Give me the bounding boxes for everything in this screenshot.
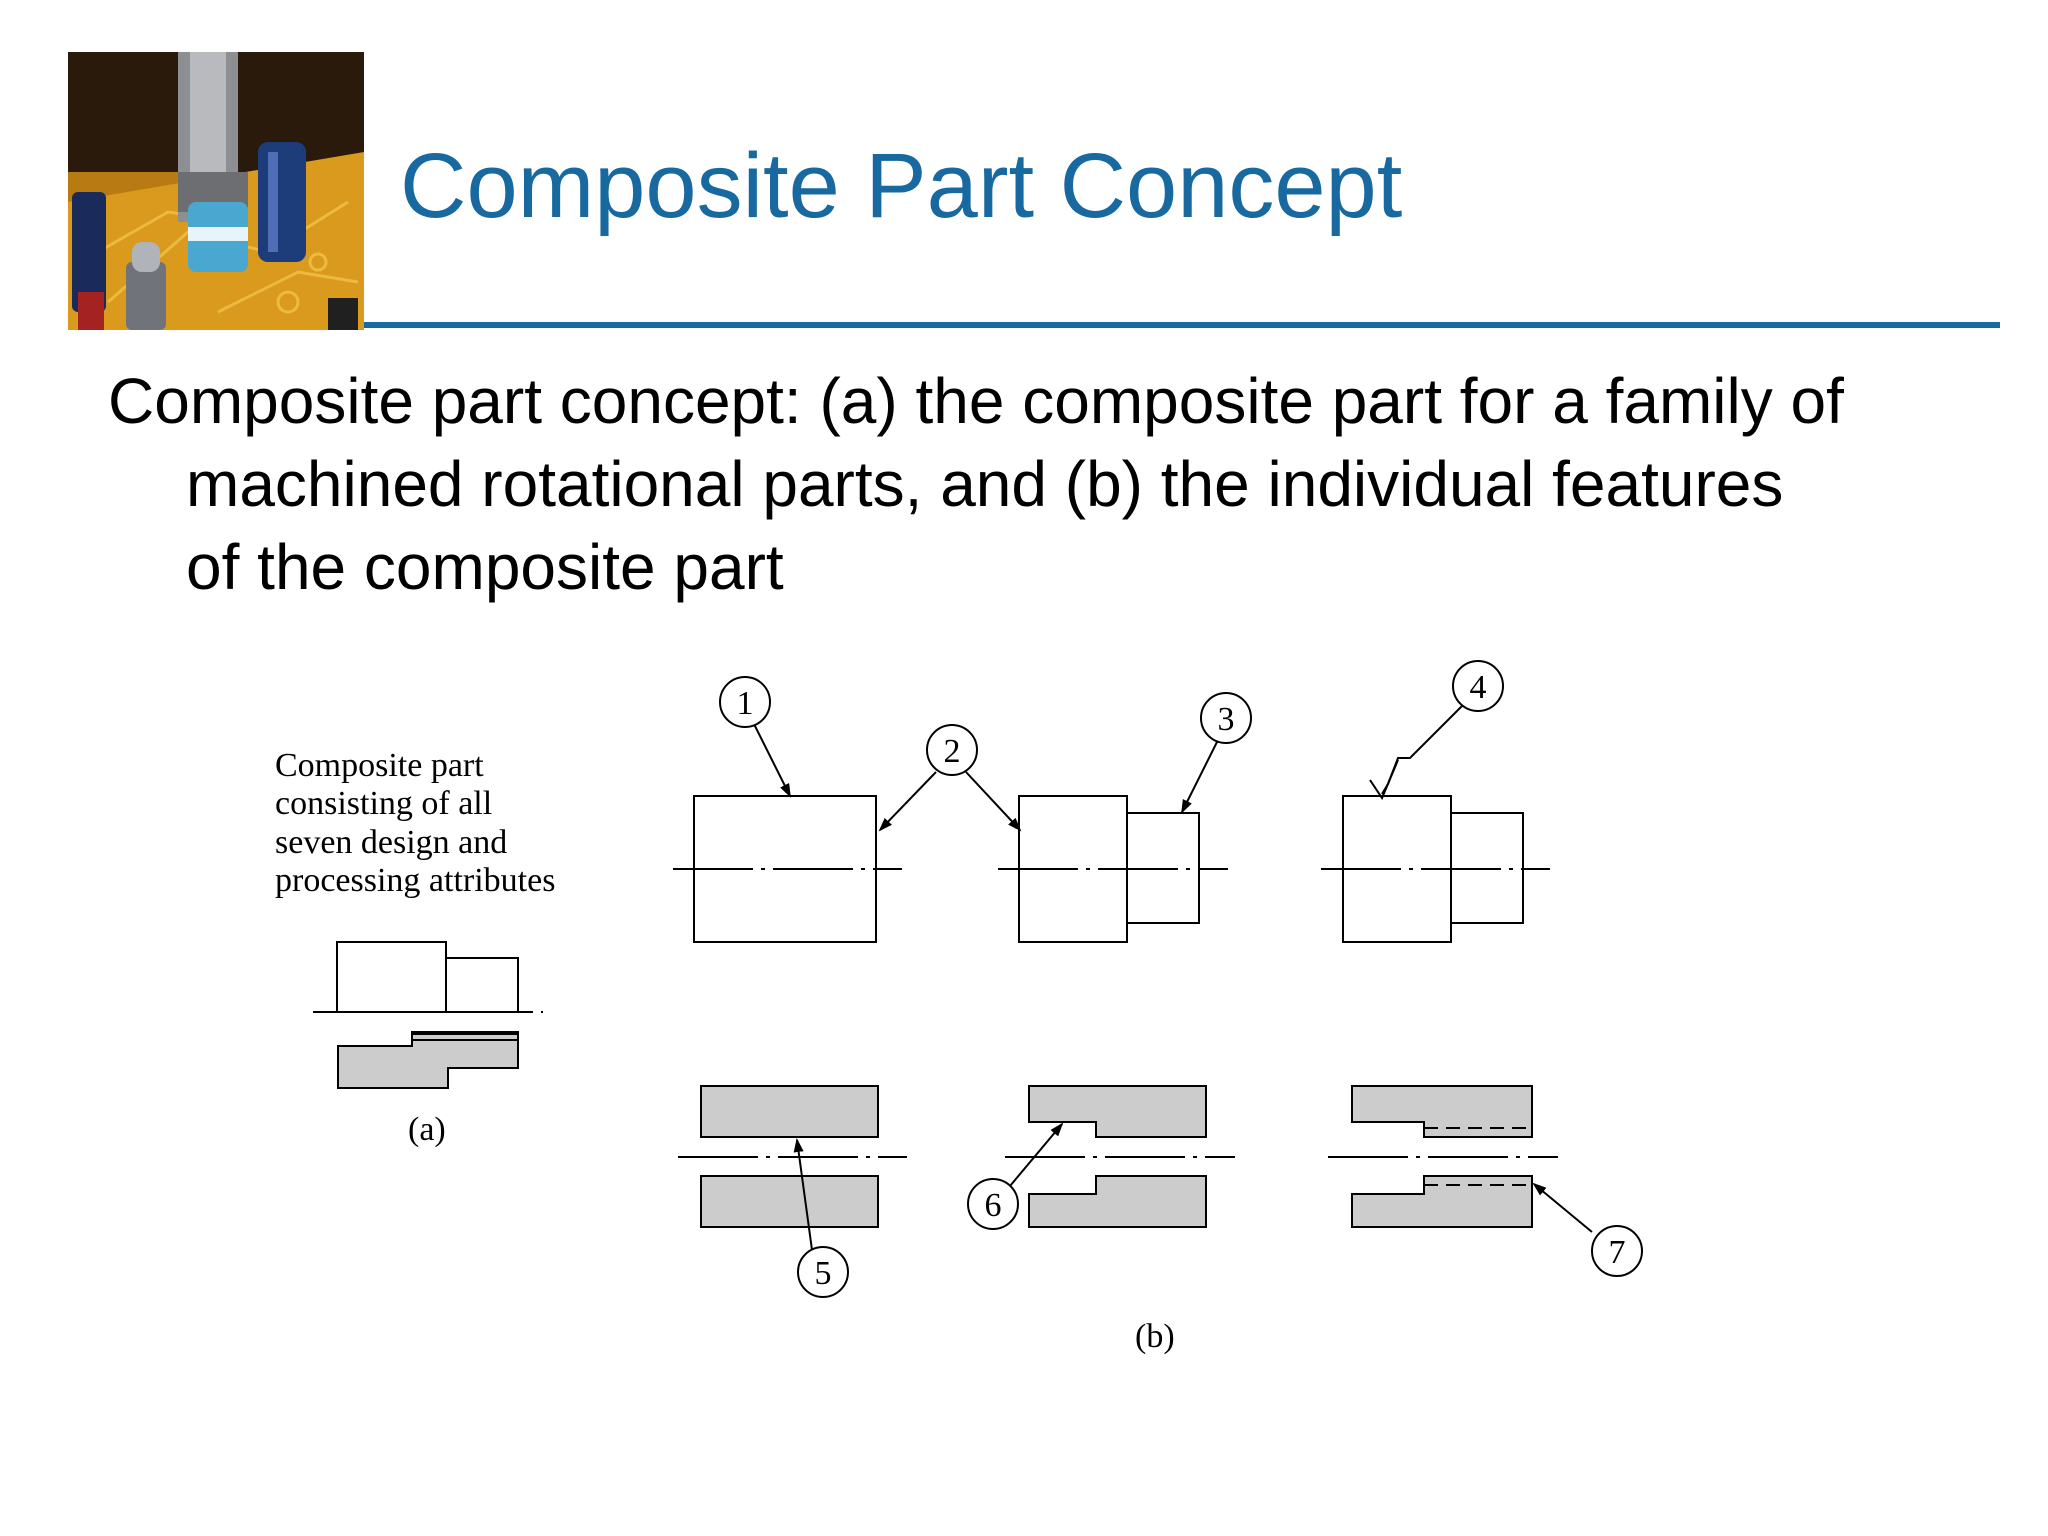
- section-3-bottom: [1351, 1175, 1533, 1228]
- balloon-2-circle: [926, 724, 978, 776]
- balloon-7-circle: [1591, 1225, 1643, 1277]
- section-2-top: [1028, 1085, 1207, 1138]
- caption-line-1: Composite part: [275, 747, 484, 784]
- description-line-3: of the composite part: [186, 531, 784, 603]
- feature-part-1: [673, 795, 902, 943]
- slide-title: Composite Part Concept: [400, 135, 1403, 237]
- description-line-2: machined rotational parts, and (b) the i…: [186, 448, 1784, 520]
- balloon-5-circle: [797, 1246, 849, 1298]
- leader-lines: [753, 701, 1593, 1251]
- composite-body-small: [445, 957, 519, 1013]
- label-b: (b): [1135, 1318, 1175, 1355]
- section-3-top: [1351, 1085, 1533, 1138]
- balloon-7-number: 7: [1609, 1234, 1626, 1271]
- balloon-6-circle: [967, 1178, 1019, 1230]
- caption-line-4: processing attributes: [275, 862, 555, 899]
- title-divider: [364, 322, 2000, 328]
- caption-line-2: consisting of all: [275, 785, 492, 822]
- composite-section: [337, 1033, 519, 1089]
- label-a: (a): [408, 1111, 446, 1148]
- composite-body-large: [336, 941, 447, 1013]
- caption-line-3: seven design and: [275, 824, 507, 861]
- balloon-6-number: 6: [985, 1187, 1002, 1224]
- feature-section-3: [1328, 1085, 1558, 1228]
- header-logo-image: [68, 52, 364, 330]
- section-1-top: [700, 1085, 879, 1138]
- leader-6: [1009, 1122, 1064, 1187]
- section-1-bottom: [700, 1175, 879, 1228]
- balloon-5-number: 5: [815, 1255, 832, 1292]
- leader-3: [1181, 739, 1219, 814]
- description-line-1: Composite part concept: (a) the composit…: [108, 365, 1844, 437]
- feature-part-3: [1321, 795, 1550, 943]
- feature-section-2: [1005, 1085, 1235, 1228]
- balloon-numbers: 1 2 3 4 5 6 7: [737, 669, 1626, 1292]
- feature-part-2: [998, 795, 1228, 943]
- slide-description: Composite part concept: (a) the composit…: [108, 360, 2008, 609]
- leader-2a: [878, 771, 937, 832]
- balloon-4-circle: [1452, 660, 1504, 712]
- leader-5: [793, 1138, 813, 1251]
- leader-4-line: [1381, 701, 1467, 795]
- balloon-3-circle: [1200, 692, 1252, 744]
- balloon-2-number: 2: [944, 733, 961, 770]
- circuit-board-photo: [68, 52, 364, 330]
- leader-1: [753, 723, 791, 798]
- balloon-4-number: 4: [1470, 669, 1487, 706]
- balloon-1-circle: [719, 676, 771, 728]
- composite-part-caption: Composite part consisting of all seven d…: [275, 747, 555, 899]
- balloon-1-number: 1: [737, 685, 754, 722]
- balloon-3-number: 3: [1218, 701, 1235, 738]
- surface-finish-symbol: [1369, 759, 1399, 801]
- composite-part-drawing: [313, 941, 543, 1089]
- feature-balloons: [719, 660, 1643, 1298]
- section-2-bottom: [1028, 1175, 1207, 1228]
- feature-section-1: [678, 1085, 907, 1228]
- leader-2b: [965, 771, 1022, 832]
- leader-7: [1532, 1182, 1593, 1233]
